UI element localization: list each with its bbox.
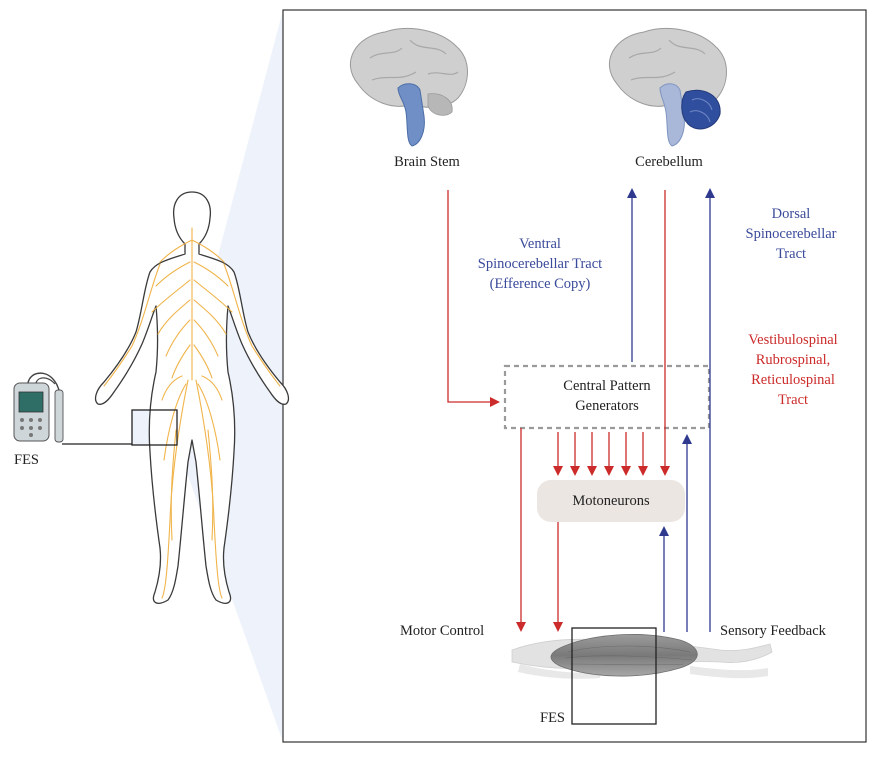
fes-device-label: FES (14, 452, 39, 468)
descending-arrows (447, 190, 670, 632)
cpg-box (503, 364, 711, 430)
motor-control-label: Motor Control (400, 623, 485, 639)
human-body-icon (94, 191, 290, 604)
motoneurons-label: Motoneurons (572, 493, 650, 509)
cerebellum-label: Cerebellum (635, 154, 703, 170)
nervous-system-icon (103, 227, 281, 599)
descending-tracts-label: Vestibulospinal Rubrospinal, Reticulospi… (748, 332, 838, 408)
stimulation-site-box (131, 409, 178, 446)
motoneurons-box (537, 480, 685, 522)
brain-sagittal-cerebellum-highlight-icon (608, 28, 727, 147)
dorsal-tract-label: Dorsal Spinocerebellar Tract (745, 206, 837, 262)
brain-sagittal-brainstem-highlight-icon (349, 28, 468, 147)
fes-muscle-label: FES (540, 710, 565, 726)
fes-stimulator-device-icon (13, 372, 64, 443)
fes-muscle-box (571, 627, 657, 725)
sensory-feedback-label: Sensory Feedback (720, 623, 826, 639)
brainstem-to-cpg-arrow (447, 190, 500, 407)
muscle-icon (511, 634, 773, 679)
ventral-tract-label: Ventral Spinocerebellar Tract (Efference… (477, 236, 603, 292)
cpg-label: Central Pattern Generators (563, 378, 651, 414)
ascending-arrows (627, 188, 715, 632)
brain-stem-label: Brain Stem (394, 154, 460, 170)
